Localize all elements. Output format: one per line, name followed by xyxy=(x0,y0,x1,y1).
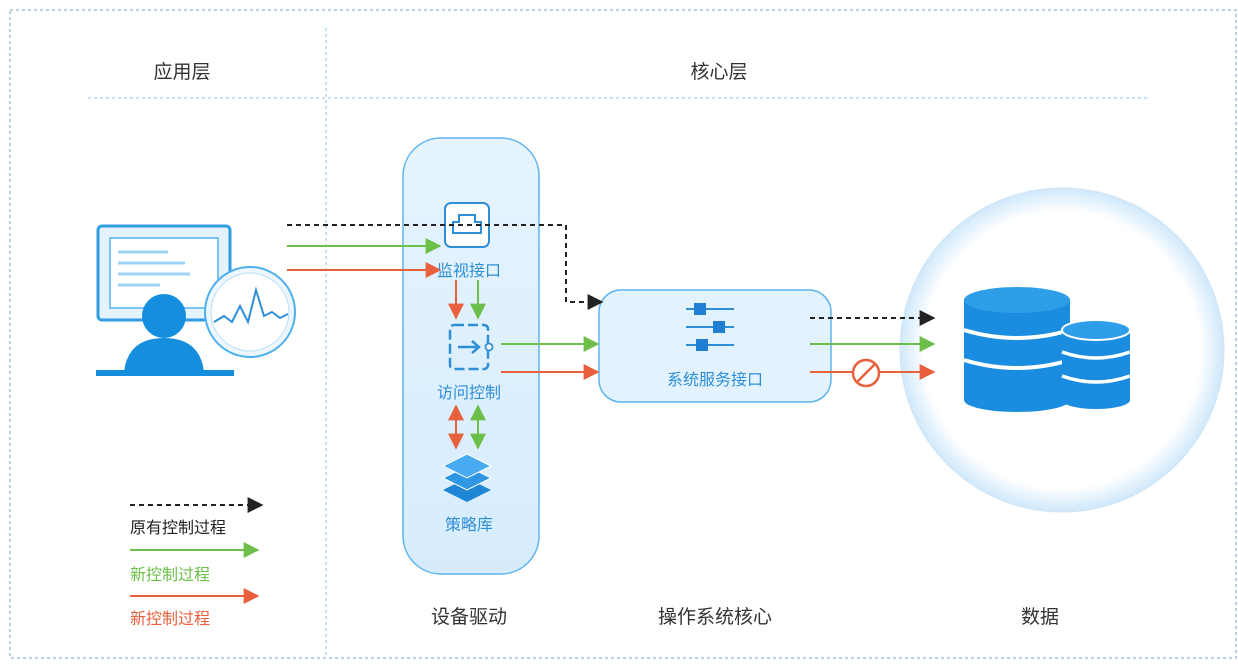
access-control-label: 访问控制 xyxy=(436,383,502,402)
app-layer-heading: 应用层 xyxy=(153,61,211,83)
sliders-icon xyxy=(686,303,734,351)
monitor-interface-label: 监视接口 xyxy=(436,261,502,280)
user-at-monitor-icon xyxy=(96,224,296,376)
legend-red-text: 新控制过程 xyxy=(130,609,211,628)
access-gate-icon xyxy=(448,323,494,371)
stacked-layers-icon xyxy=(441,453,493,502)
original-path-to-syscall xyxy=(287,224,604,310)
os-kernel-label: 操作系统核心 xyxy=(657,606,773,628)
legend-green-text: 新控制过程 xyxy=(130,565,211,584)
policy-store-label: 策略库 xyxy=(444,515,494,534)
syscall-interface-label: 系统服务接口 xyxy=(666,370,764,389)
legend-original-text: 原有控制过程 xyxy=(130,518,227,537)
device-driver-label: 设备驱动 xyxy=(430,606,508,628)
prohibited-icon xyxy=(851,358,881,388)
outer-frame xyxy=(9,9,1237,659)
data-label: 数据 xyxy=(1020,606,1060,628)
core-layer-heading: 核心层 xyxy=(690,61,748,83)
database-icon xyxy=(963,287,1131,412)
